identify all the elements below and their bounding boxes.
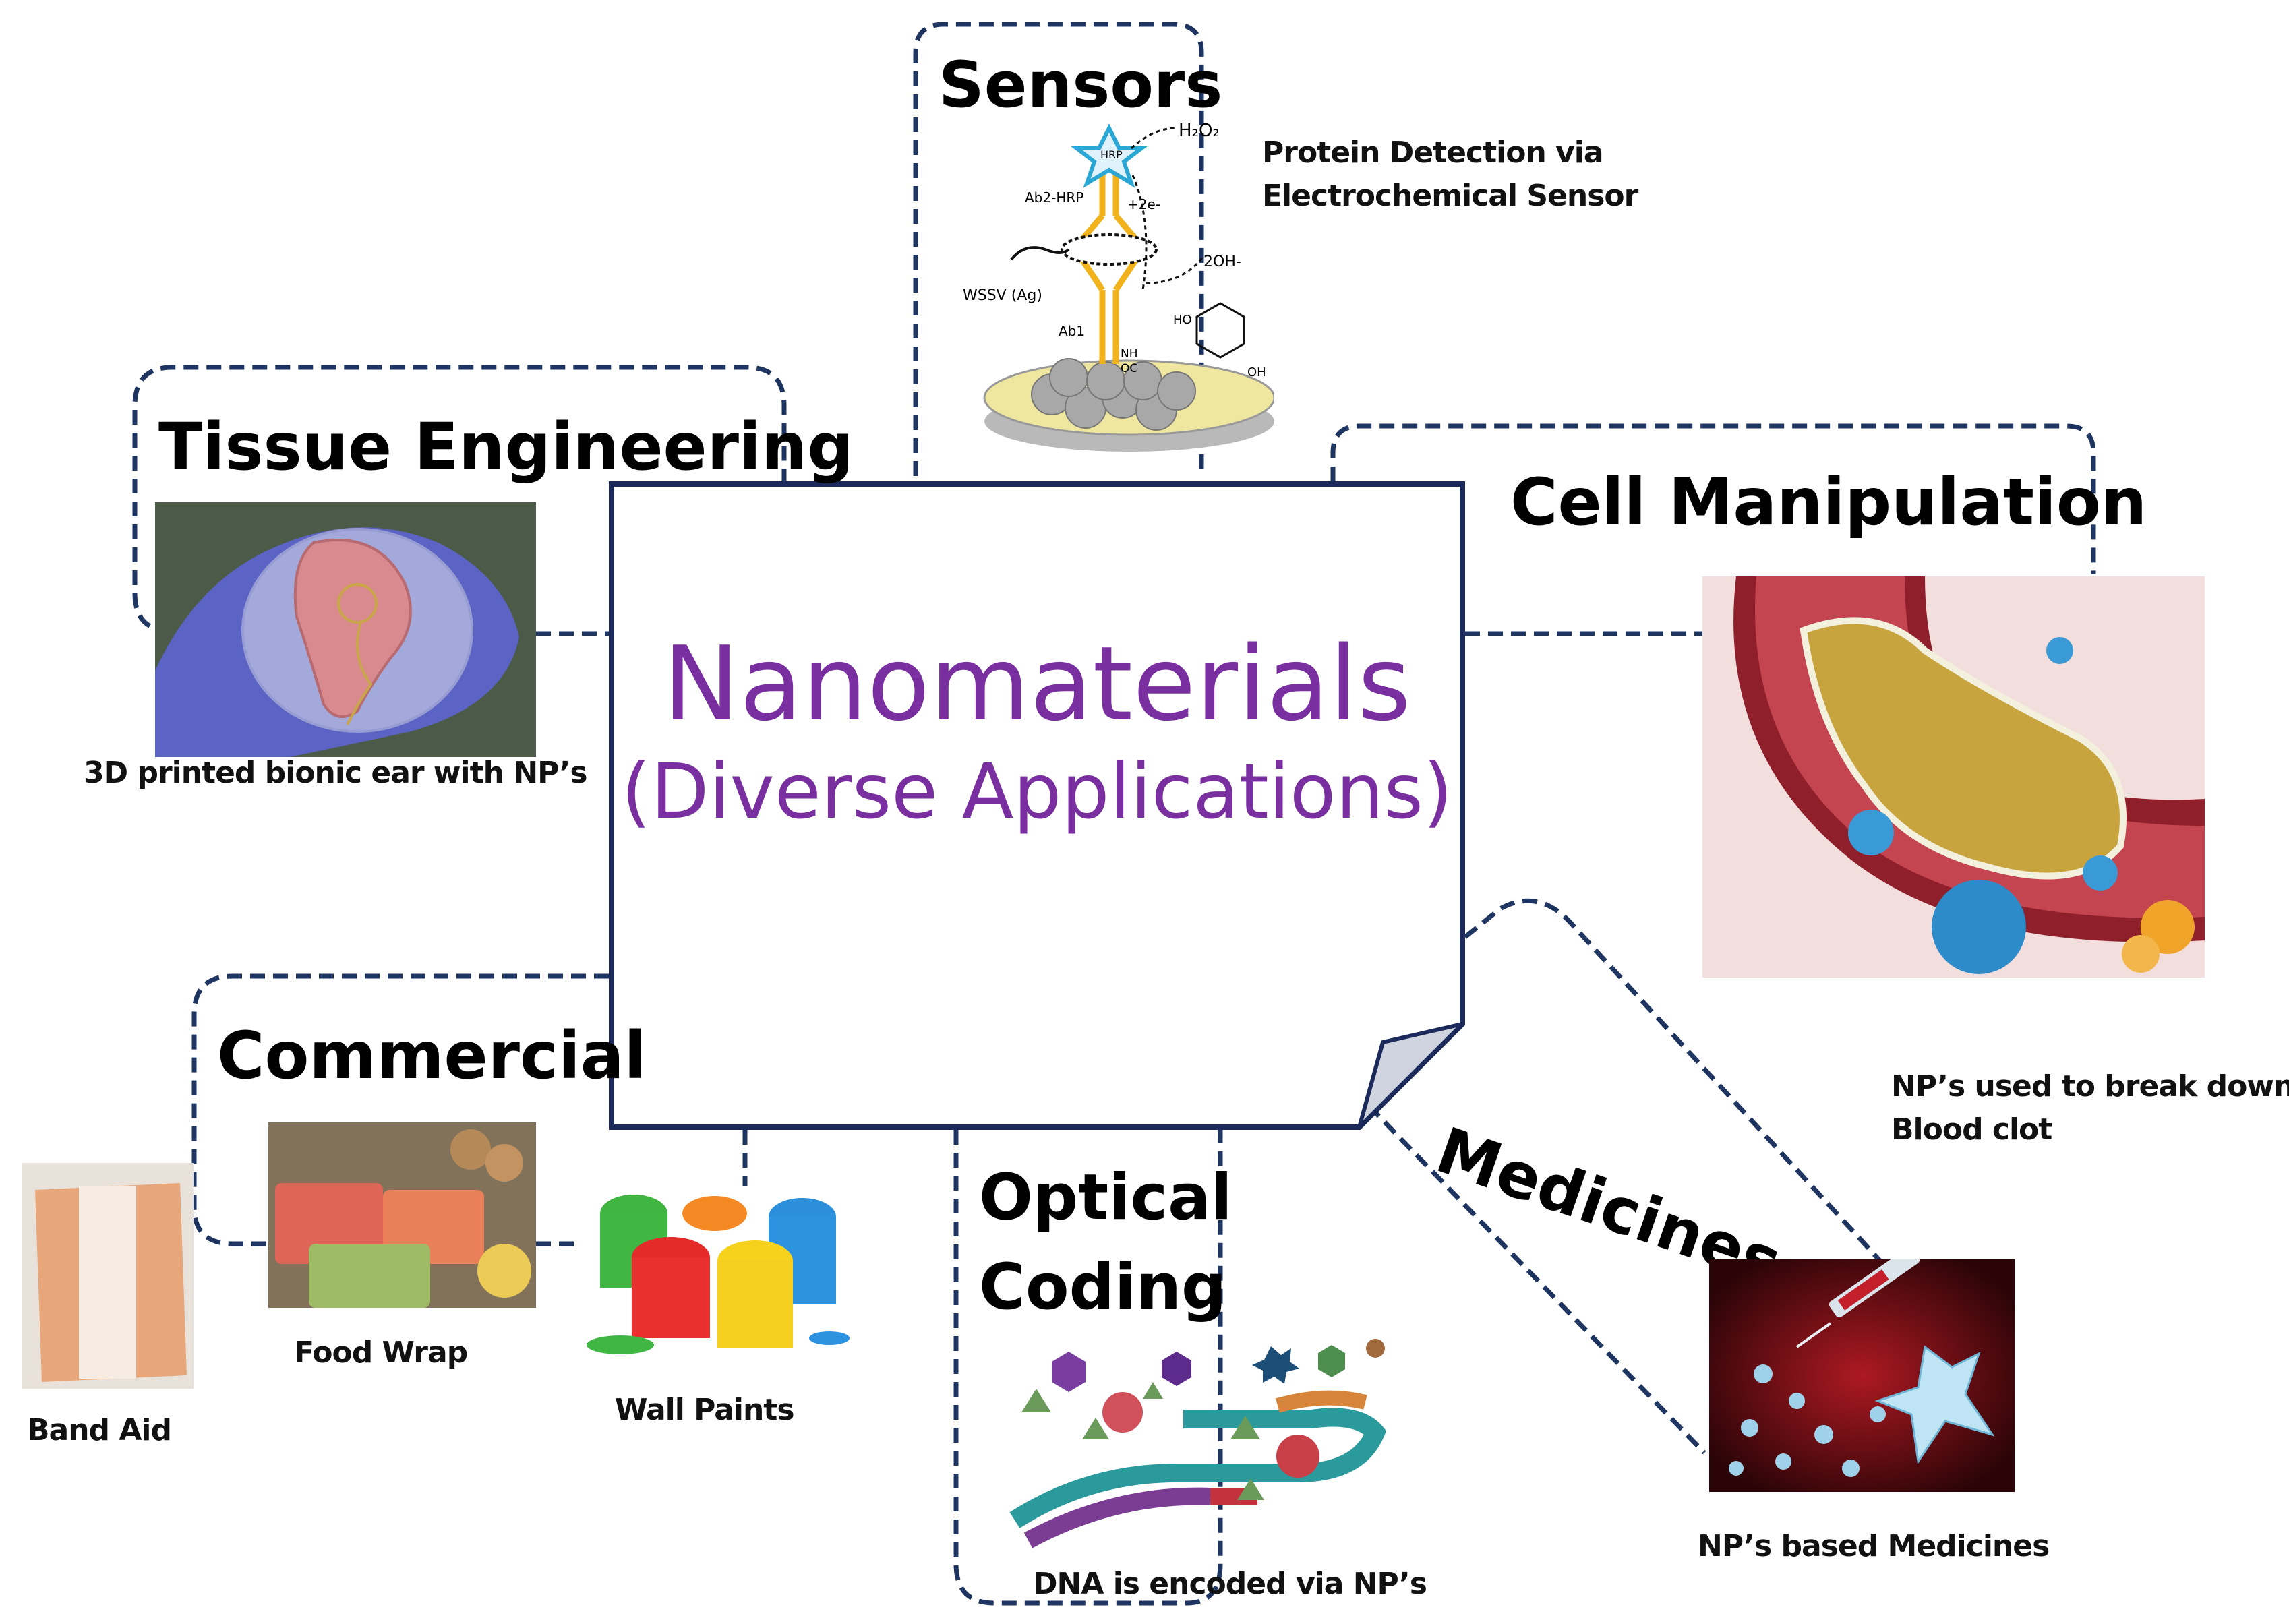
sensor-caption-line2: Electrochemical Sensor — [1262, 178, 1638, 213]
bionic-ear-photo — [155, 502, 536, 757]
sensor-caption: Protein Detection via Electrochemical Se… — [1262, 131, 1638, 218]
center-subtitle: (Diverse Applications) — [621, 748, 1453, 837]
cell-manipulation-outline — [1330, 423, 2096, 574]
clot — [1800, 617, 2127, 880]
nh-label: NH — [1121, 347, 1138, 361]
ear-wire — [346, 622, 373, 725]
tray — [309, 1244, 430, 1308]
sensors-title: Sensors — [939, 49, 1223, 122]
syringe-needle — [1795, 1322, 1832, 1348]
paint-can-orange — [682, 1196, 747, 1231]
center-note — [609, 481, 1465, 1130]
paint-can-red-body — [632, 1257, 710, 1338]
antigen-label: WSSV (Ag) — [963, 287, 1042, 304]
produce — [450, 1129, 491, 1170]
center-title: Nanomaterials — [663, 624, 1411, 744]
nanobots — [1729, 1364, 1886, 1477]
blood-clot-illustration — [1702, 576, 2205, 978]
dna-ribbon — [1009, 1408, 1387, 1528]
debris — [2141, 900, 2195, 954]
commercial-outline — [191, 973, 609, 1246]
circle-marker — [1276, 1435, 1319, 1478]
dna-ribbon-lower — [1023, 1487, 1211, 1548]
optical-coding-title: Optical Coding — [979, 1153, 1232, 1333]
ear-coil — [337, 583, 378, 624]
paint-spill — [809, 1331, 850, 1345]
hexagon-marker — [1052, 1352, 1086, 1392]
hydroxide-label: 2OH- — [1203, 253, 1241, 270]
circle-marker — [1102, 1392, 1143, 1433]
flower-marker — [1252, 1346, 1299, 1384]
oh-label: OH — [1247, 365, 1266, 380]
h2o2-label: H₂O₂ — [1179, 121, 1220, 141]
wrap-sheen — [268, 1122, 536, 1308]
triangle-marker — [1230, 1416, 1260, 1439]
tissue-engineering-outline — [132, 365, 787, 634]
food-wrap-caption: Food Wrap — [294, 1335, 468, 1370]
tissue-engineering-title: Tissue Engineering — [158, 409, 854, 485]
bionic-ear-caption: 3D printed bionic ear with NP’s — [84, 756, 588, 790]
blood-clot-caption-line2: Blood clot — [1891, 1112, 2052, 1147]
hydroxide-arrow — [1146, 255, 1205, 284]
center-title-block: Nanomaterials (Diverse Applications) — [609, 624, 1465, 843]
syringe-liquid — [1837, 1269, 1889, 1311]
triangle-marker — [1143, 1382, 1163, 1399]
ho-label: HO — [1173, 313, 1192, 327]
band-aid-caption: Band Aid — [27, 1413, 172, 1447]
electron-arrow — [1131, 175, 1148, 291]
dna-caption: DNA is encoded via NP’s — [1033, 1567, 1427, 1601]
triangle-marker — [1237, 1478, 1264, 1500]
antigen-coil — [1061, 233, 1158, 266]
blood-clot-caption-line1: NP’s used to break down — [1891, 1069, 2289, 1104]
medicines-outline-lower — [1367, 1104, 1706, 1455]
band-aid-photo — [22, 1163, 194, 1389]
np-medicines-illustration — [1709, 1259, 2015, 1492]
nanoparticle — [1932, 880, 2026, 974]
dna-encoding-illustration — [1008, 1338, 1392, 1554]
hexagon-marker — [1318, 1345, 1345, 1377]
catechol-ring — [1195, 302, 1245, 359]
produce — [485, 1144, 523, 1182]
nanoparticle — [2083, 855, 2118, 891]
triangle-marker — [1021, 1389, 1051, 1412]
produce — [477, 1244, 531, 1298]
large-nanobot — [1874, 1345, 1995, 1465]
wall-paints-photo — [580, 1186, 850, 1358]
nanoparticle — [2046, 637, 2073, 664]
circle-marker — [1366, 1339, 1385, 1358]
cell-manipulation-title: Cell Manipulation — [1510, 464, 2147, 540]
wall-paints-caption: Wall Paints — [615, 1393, 795, 1427]
paint-can-yellow-body — [717, 1261, 793, 1348]
blood-clot-caption: NP’s used to break down Blood clot — [1891, 1065, 2289, 1151]
antigen-strand — [1010, 246, 1070, 261]
hrp-label: HRP — [1100, 148, 1123, 161]
hrp-star — [1071, 123, 1148, 188]
triangle-marker — [1082, 1418, 1109, 1439]
printed-ear — [293, 539, 412, 718]
np-medicines-caption: NP’s based Medicines — [1698, 1529, 2050, 1563]
sensor-caption-line1: Protein Detection via — [1262, 136, 1604, 170]
medicines-outline — [1463, 898, 1884, 1265]
antibody-ab1 — [1079, 258, 1139, 364]
band-aid-pad — [79, 1186, 136, 1379]
food-wrap-photo — [268, 1122, 536, 1308]
paint-spill — [587, 1335, 654, 1354]
optical-coding-line2: Coding — [979, 1251, 1227, 1325]
nanoparticle — [1848, 810, 1894, 855]
hexagon-marker — [1162, 1352, 1191, 1386]
sensors-outline — [913, 22, 1204, 476]
ab2-hrp-label: Ab2-HRP — [1025, 189, 1083, 206]
debris — [2122, 935, 2160, 973]
commercial-title: Commercial — [217, 1018, 647, 1093]
oc-label: OC — [1121, 362, 1137, 375]
dna-ribbon-orange — [1275, 1390, 1367, 1413]
electron-label: +2e- — [1127, 196, 1160, 212]
nanoparticle-cluster — [1031, 358, 1196, 431]
sensor-schematic: HRP H₂O₂ Ab2-HRP +2e- 2OH- WSSV (Ag) Ab1… — [951, 121, 1274, 462]
h2o2-arrow — [1130, 127, 1177, 150]
ab1-label: Ab1 — [1059, 323, 1085, 339]
optical-coding-line1: Optical — [979, 1161, 1232, 1234]
